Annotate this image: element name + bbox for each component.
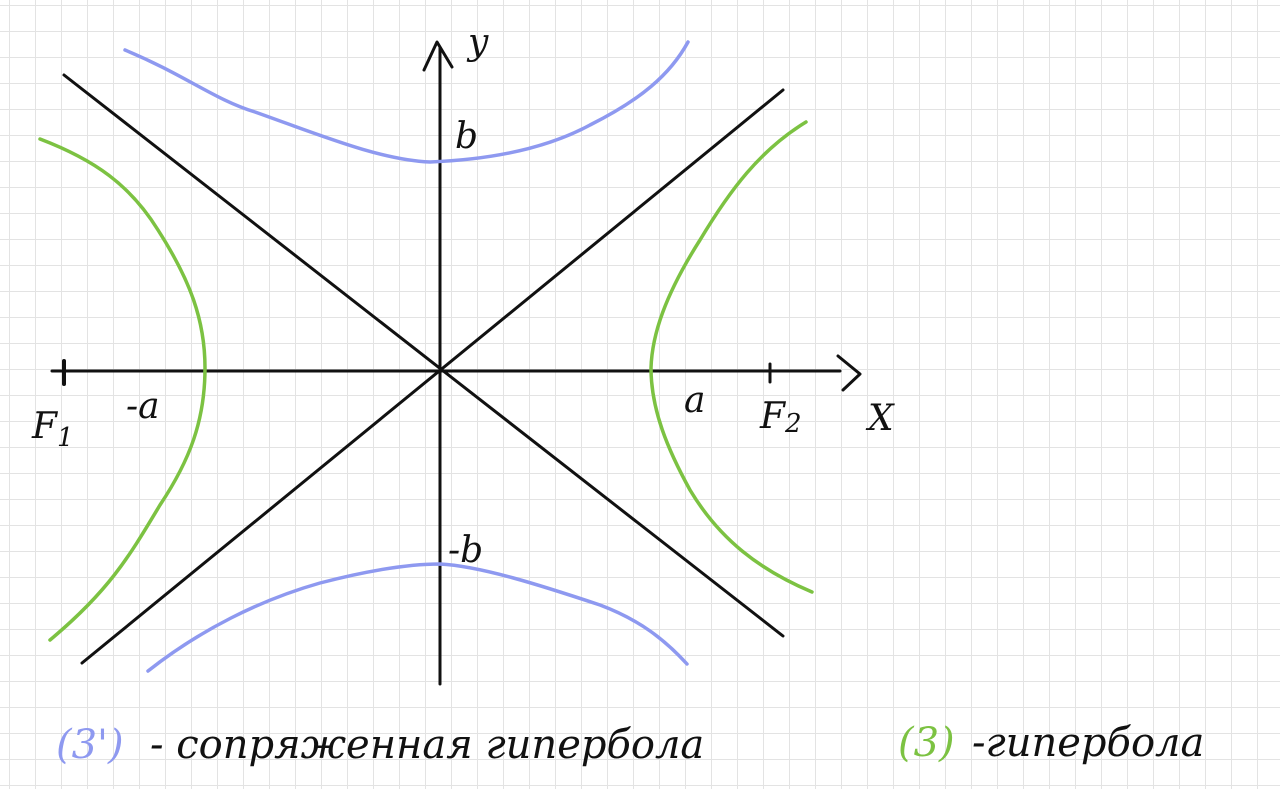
legend-hyperbola-marker: (3) [898, 720, 955, 766]
x-axis-arrow [836, 354, 862, 392]
focus-f2-subscript: 2 [784, 409, 802, 439]
y-axis-arrow [422, 40, 454, 72]
b-label: b [455, 116, 478, 157]
hyperbola-left-branch [38, 137, 207, 642]
minus-a-label: -a [126, 386, 160, 427]
conjugate-hyperbola-lower-branch [146, 562, 689, 673]
focus-f1-letter: F [31, 406, 59, 447]
focus-f2-label: F2 [759, 396, 802, 439]
legend-hyperbola-text: -гипербола [972, 720, 1204, 766]
a-label: a [684, 380, 705, 421]
y-axis-label: y [466, 22, 489, 63]
focus-f2-letter: F [759, 396, 787, 437]
x-axis-label: X [865, 398, 895, 439]
hyperbola-right-branch [649, 120, 814, 594]
asymptote-line-rising [80, 88, 785, 665]
legend-conjugate-text: - сопряженная гипербола [150, 722, 704, 768]
minus-b-label: -b [448, 530, 483, 571]
focus-f1-label: F1 [31, 406, 74, 453]
focus-f1-subscript: 1 [57, 423, 74, 453]
conjugate-hyperbola-upper-branch [123, 40, 690, 164]
asymptote-line-falling [62, 73, 785, 638]
legend-conjugate-marker: (3') [56, 722, 124, 768]
